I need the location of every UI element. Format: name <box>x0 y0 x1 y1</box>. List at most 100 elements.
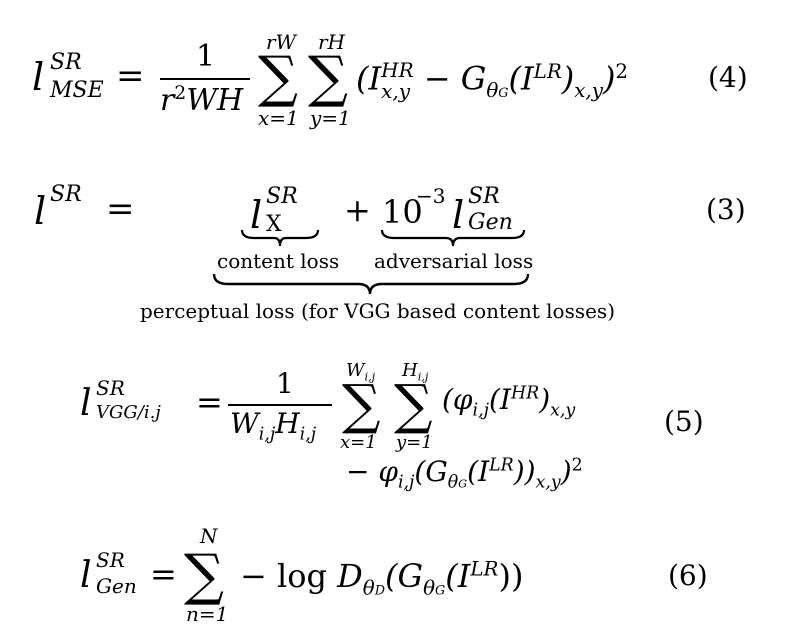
mse-body-arg-sup: LR <box>533 59 562 83</box>
gen-sum-top: N <box>200 524 218 548</box>
label-perceptual-loss: perceptual loss (for VGG based content l… <box>140 299 615 323</box>
mse-sum1-bot: x=1 <box>258 106 299 130</box>
vgg-frac-den: Wi,jHi,j <box>230 407 316 444</box>
gen-sum-bot: n=1 <box>186 602 229 626</box>
vgg-sum2-top-sub: i,j <box>417 370 429 384</box>
perc-term1-l: l <box>250 193 263 237</box>
gen-body-d: D <box>337 557 363 595</box>
mse-body-pow: 2 <box>615 59 629 83</box>
vgg-sum1: ∑ <box>342 373 381 436</box>
label-adversarial-loss: adversarial loss <box>374 249 534 273</box>
mse-lhs-sup: SR <box>50 50 82 75</box>
gen-body-arg: (I <box>445 557 471 595</box>
gen-body-g-subsub: G <box>435 583 446 599</box>
mse-frac-num: 1 <box>196 39 216 74</box>
mse-sum1-top: rW <box>266 30 297 54</box>
vgg-line2-c: (I <box>467 455 490 488</box>
perc-eq-number: (3) <box>706 193 746 226</box>
mse-body-minus: − G <box>423 59 487 98</box>
vgg-line2-a-sub: i,j <box>397 472 415 493</box>
perc-term1-sub: X <box>266 212 282 237</box>
mse-sum2: ∑ <box>308 45 348 110</box>
vgg-sum2-top-h: H <box>402 360 418 381</box>
perc-term2-exp: −3 <box>416 184 446 208</box>
vgg-line1-c-sub: x,y <box>550 400 576 421</box>
vgg-line2-d-sub: x,y <box>535 472 561 493</box>
vgg-equals: = <box>196 383 223 421</box>
mse-lhs-l: l <box>32 55 45 99</box>
vgg-sum2-top: Hi,j <box>402 360 428 383</box>
gen-body-arg-sup: LR <box>470 557 499 581</box>
vgg-sum1-top-w: W <box>346 360 365 381</box>
gen-body-g-sub: θ <box>423 576 436 600</box>
mse-frac-den-r: r <box>160 83 175 118</box>
vgg-eq-number: (5) <box>664 405 704 438</box>
perc-lhs-l: l <box>34 189 47 233</box>
gen-body-d-subsub: D <box>374 583 386 599</box>
mse-equals: = <box>116 56 145 96</box>
mse-eq-number: (4) <box>708 61 748 94</box>
mse-frac-den-pow: 2 <box>174 83 187 104</box>
vgg-frac-bar <box>228 404 332 406</box>
vgg-lhs-sub: VGG/i.j <box>96 402 161 423</box>
vgg-sum1-top-sub: i,j <box>364 370 376 384</box>
mse-body-g-sub: θ <box>486 78 499 102</box>
vgg-line2-d: )) <box>513 455 536 488</box>
perc-lhs-sup: SR <box>50 182 82 207</box>
vgg-sum2: ∑ <box>394 373 433 436</box>
vgg-line1-a-sub: i,j <box>472 400 489 421</box>
mse-body-arg-close: ) <box>561 59 575 98</box>
perc-term2-l: l <box>452 193 465 237</box>
mse-body-i-sub: x,y <box>381 79 411 103</box>
vgg-line2: − φi,j(GθG(ILR))x,y)2 <box>346 455 583 491</box>
adversarial-loss-brace <box>380 229 526 247</box>
mse-body-i-sup: HR <box>381 58 414 82</box>
mse-body-close: ) <box>602 59 616 98</box>
perc-term2-sub: Gen <box>468 210 513 235</box>
mse-frac-den: r2WH <box>160 83 244 118</box>
perceptual-loss-brace <box>212 273 530 295</box>
gen-body: − log DθD(GθG(ILR)) <box>240 557 523 598</box>
gen-lhs-sup: SR <box>96 548 125 572</box>
gen-eq-number: (6) <box>668 559 708 592</box>
mse-sum2-top: rH <box>318 30 346 54</box>
vgg-line2-a: − φ <box>346 455 398 488</box>
vgg-sum1-bot: x=1 <box>340 432 377 453</box>
mse-frac-bar <box>160 78 250 80</box>
gen-sum: ∑ <box>184 543 224 608</box>
vgg-sum2-bot: y=1 <box>396 432 433 453</box>
vgg-line2-b-sub: θ <box>447 472 459 493</box>
vgg-line2-b: (G <box>414 455 448 488</box>
gen-lhs-sub: Gen <box>96 574 137 598</box>
vgg-frac-den-w: W <box>230 407 259 440</box>
vgg-line2-b-subsub: G <box>458 477 468 491</box>
vgg-frac-den-h: H <box>275 407 300 440</box>
label-content-loss: content loss <box>217 249 340 273</box>
gen-lhs-l: l <box>80 555 92 596</box>
mse-body-g-subsub: G <box>498 85 509 101</box>
gen-body-minus: − <box>240 557 267 595</box>
gen-body-d-sub: θ <box>362 576 375 600</box>
vgg-line1: (φi,j(IHR)x,y <box>442 383 575 419</box>
vgg-frac-den-sub1: i,j <box>258 424 276 445</box>
perc-term2-sup: SR <box>468 184 500 209</box>
mse-frac-den-rest: WH <box>186 83 244 118</box>
vgg-line2-e-sup: 2 <box>571 455 583 476</box>
vgg-frac-den-sub2: i,j <box>299 424 317 445</box>
content-loss-brace <box>240 229 320 247</box>
vgg-frac-num: 1 <box>276 367 294 400</box>
vgg-line1-c: ) <box>539 383 551 416</box>
mse-sum1: ∑ <box>258 45 298 110</box>
mse-lhs-sub: MSE <box>50 78 104 103</box>
mse-body-arg-sub: x,y <box>574 78 603 102</box>
vgg-line2-c-sup: LR <box>489 455 514 476</box>
perc-term1-sup: SR <box>266 184 298 209</box>
vgg-sum1-top: Wi,j <box>346 360 375 383</box>
vgg-line1-b: (I <box>488 383 511 416</box>
gen-body-g: (G <box>385 557 424 595</box>
mse-body-open: (I <box>356 59 382 98</box>
perc-term2-coef: 10 <box>382 193 423 231</box>
vgg-lhs-l: l <box>80 383 92 424</box>
gen-equals: = <box>150 555 177 593</box>
